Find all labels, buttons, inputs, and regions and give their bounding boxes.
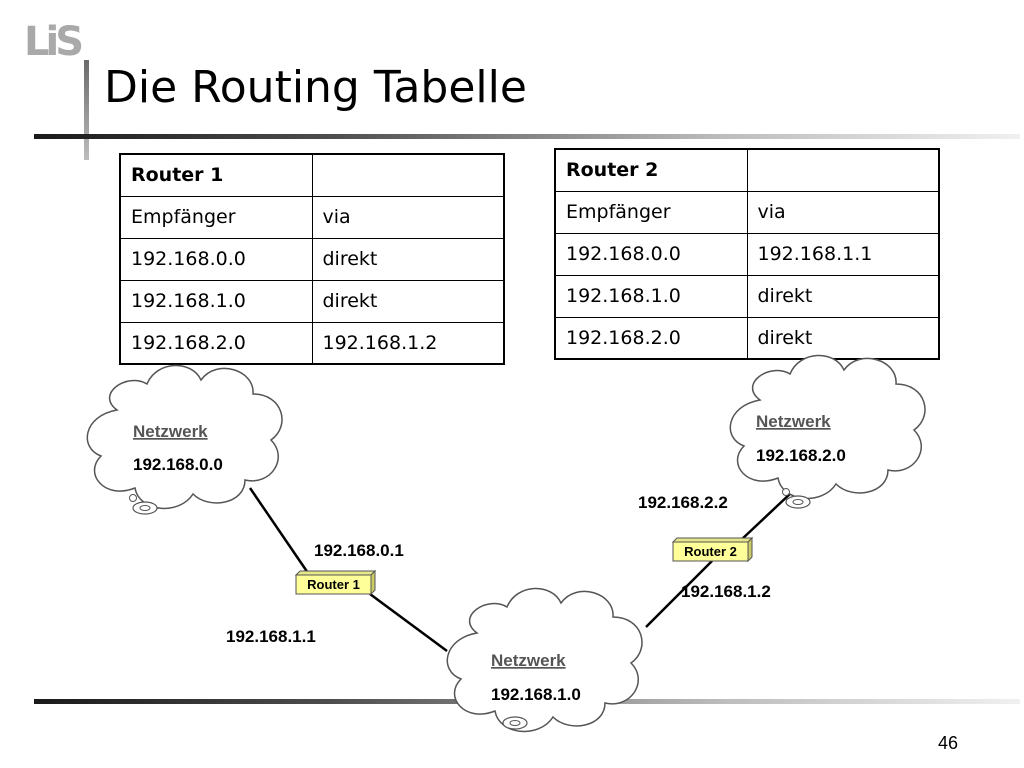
slide-title: Die Routing Tabelle — [104, 62, 527, 113]
routing-table-router-1: Router 1 Empfänger via 192.168.0.0 direk… — [119, 153, 505, 365]
table-header-cell: Router 1 — [119, 153, 313, 197]
cloud-bubble-icon — [132, 501, 158, 515]
link-router1-net1 — [369, 592, 448, 653]
title-divider — [34, 134, 1020, 139]
table-cell: 192.168.0.0 — [119, 237, 313, 281]
router-2: Router 2 — [671, 536, 754, 563]
table-cell: Empfänger — [554, 190, 748, 234]
table-header-row: Router 2 — [554, 148, 940, 192]
table-header-row: Router 1 — [119, 153, 505, 197]
router-label: Router 2 — [684, 544, 737, 559]
table-cell: 192.168.2.0 — [554, 316, 748, 360]
table-cell: direkt — [311, 237, 505, 281]
network-cloud-2 — [729, 354, 926, 509]
interface-address: 192.168.0.1 — [314, 541, 404, 560]
table-row: 192.168.1.0 direkt — [554, 274, 940, 318]
network-label: Netzwerk — [756, 412, 831, 431]
table-cell: direkt — [746, 274, 940, 318]
link-net1-router2 — [645, 560, 713, 628]
network-address: 192.168.0.0 — [133, 455, 223, 474]
link-net0-router1 — [248, 487, 310, 574]
network-label: Netzwerk — [491, 651, 566, 670]
table-row: 192.168.2.0 direkt — [554, 316, 940, 360]
table-row: 192.168.1.0 direkt — [119, 279, 505, 323]
page-number: 46 — [938, 733, 959, 753]
table-cell: 192.168.2.0 — [119, 321, 313, 365]
table-row: Empfänger via — [119, 195, 505, 239]
table-cell: direkt — [746, 316, 940, 360]
network-address: 192.168.2.0 — [756, 446, 846, 465]
network-cloud-1 — [446, 587, 643, 733]
title-vertical-bar — [84, 60, 89, 160]
table-cell: direkt — [311, 279, 505, 323]
interface-address: 192.168.1.1 — [226, 627, 316, 646]
table-row: 192.168.0.0 direkt — [119, 237, 505, 281]
table-cell: 192.168.1.0 — [119, 279, 313, 323]
table-row: Empfänger via — [554, 190, 940, 234]
table-cell: 192.168.0.0 — [554, 232, 748, 276]
table-cell: via — [746, 190, 940, 234]
interface-address: 192.168.1.2 — [681, 582, 771, 601]
interface-address: 192.168.2.2 — [638, 493, 728, 512]
table-header-cell — [746, 148, 940, 192]
routing-table-router-2: Router 2 Empfänger via 192.168.0.0 192.1… — [554, 148, 940, 360]
network-cloud-0 — [86, 364, 283, 515]
table-cell: Empfänger — [119, 195, 313, 239]
network-label: Netzwerk — [133, 422, 208, 441]
table-cell: 192.168.1.0 — [554, 274, 748, 318]
router-1: Router 1 — [294, 569, 377, 596]
table-row: 192.168.2.0 192.168.1.2 — [119, 321, 505, 365]
router-label: Router 1 — [307, 577, 360, 592]
table-cell: via — [311, 195, 505, 239]
network-address: 192.168.1.0 — [491, 685, 581, 704]
cloud-bubble-icon — [785, 495, 811, 509]
logo: LiS — [24, 19, 84, 65]
table-cell: 192.168.1.2 — [311, 321, 505, 365]
cloud-bubble-icon — [502, 716, 528, 730]
link-router2-net2 — [740, 491, 793, 541]
